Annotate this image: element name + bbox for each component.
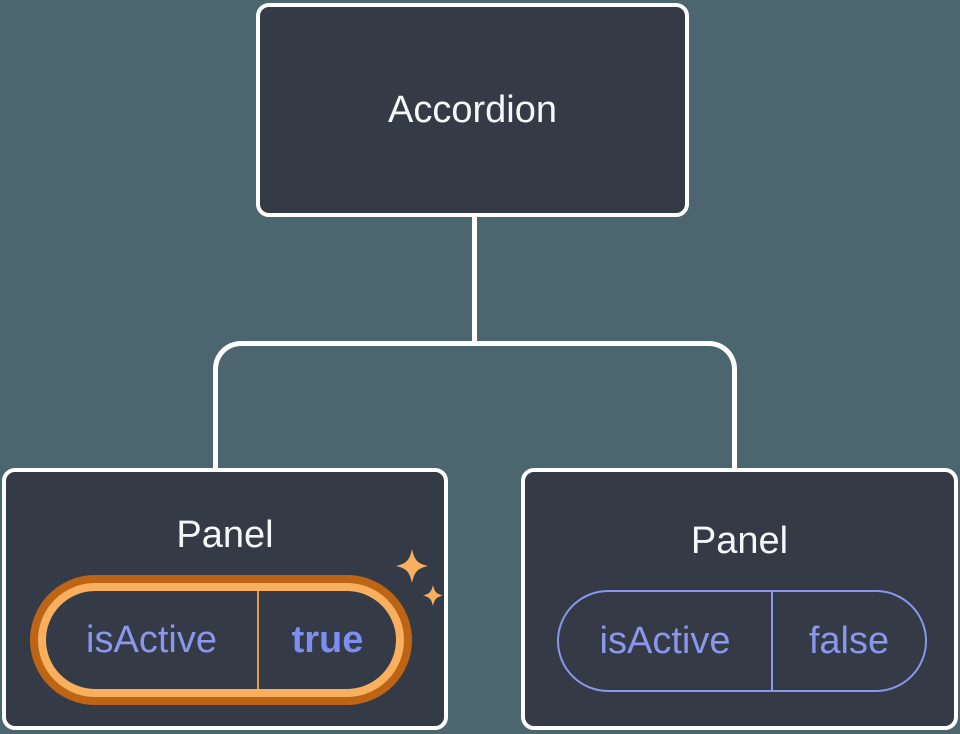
root-connector-line — [472, 215, 477, 343]
prop-value-label: true — [291, 619, 364, 661]
panel-node-active: Panel isActive true — [2, 468, 448, 730]
accordion-node: Accordion — [256, 3, 689, 217]
prop-pill-active: isActive true — [38, 583, 404, 697]
panel-node-inactive: Panel isActive false — [521, 468, 958, 730]
panel-node-label: Panel — [690, 520, 789, 562]
panel-node-label: Panel — [176, 514, 274, 556]
accordion-node-label: Accordion — [388, 89, 557, 131]
prop-name-label: isActive — [86, 619, 217, 661]
prop-pill-inactive: isActive false — [557, 590, 927, 692]
prop-name-label: isActive — [599, 620, 731, 662]
pill-divider — [257, 591, 259, 689]
children-connector-bracket — [213, 341, 737, 471]
sparkle-icon — [396, 549, 443, 606]
prop-value-label: false — [808, 620, 890, 662]
pill-divider — [771, 592, 773, 690]
